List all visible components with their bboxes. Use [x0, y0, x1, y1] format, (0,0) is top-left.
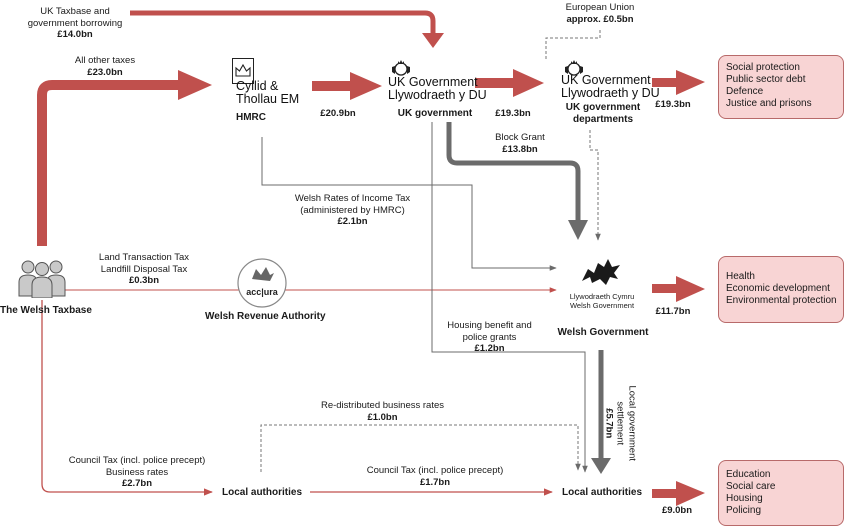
rates-label: Re-distributed business rates: [320, 400, 445, 411]
uk-taxbase-label-1: UK Taxbase and: [40, 6, 110, 17]
la-out-amount: £9.0bn: [661, 505, 693, 516]
rates-flow: [260, 424, 581, 472]
uk-taxbase-flow: [130, 10, 436, 35]
welsh-government-node: Welsh Government: [557, 327, 649, 338]
la-left-node: Local authorities: [221, 487, 302, 498]
ukg-to-depts-amount: £19.3bn: [495, 108, 531, 119]
hmrc-logo-line1: Cyllid &: [236, 79, 279, 93]
dept-logo-line1: UK Government: [561, 73, 651, 87]
uk-departments-node-2: departments: [572, 114, 633, 125]
block-grant-label: Block Grant: [495, 132, 545, 143]
wg-out-amount: £11.7bn: [655, 306, 691, 317]
outcome-item: Social care: [726, 481, 776, 492]
writ-flow: [261, 137, 557, 271]
housing-label-1: Housing benefit and: [447, 320, 532, 331]
uk-departments-outcomes: Social protection Public sector debt Def…: [718, 55, 844, 119]
royal-arms-icon: [563, 58, 585, 78]
writ-amount: £2.1bn: [337, 216, 368, 227]
other-taxes-label: All other taxes: [74, 55, 136, 66]
outcome-item: Social protection: [726, 62, 800, 73]
eu-label: European Union: [565, 2, 635, 13]
ukg-logo-line1: UK Government: [388, 75, 478, 89]
ct-left-amount: £2.7bn: [121, 478, 153, 489]
ukg-logo-line2: Llywodraeth y DU: [388, 88, 487, 102]
eu-flow: [545, 30, 601, 60]
ct-mid-label: Council Tax (incl. police precept): [366, 465, 504, 476]
outcome-item: Public sector debt: [726, 74, 806, 85]
outcome-item: Education: [726, 469, 771, 480]
wra-node: Welsh Revenue Authority: [205, 311, 326, 322]
uk-taxbase-label-2: government borrowing: [27, 17, 123, 29]
crown-icon: [232, 58, 254, 84]
wg-logo-line1: Llywodraeth Cymru: [569, 292, 635, 301]
outcome-item: Policing: [726, 505, 762, 516]
ct-left-label-1: Council Tax (incl. police precept): [68, 455, 206, 466]
hmrc-to-ukg-amount: £20.9bn: [320, 108, 356, 119]
welsh-government-outcomes: Health Economic development Environmenta…: [718, 256, 844, 323]
dept-logo-line2: Llywodraeth y DU: [561, 86, 660, 100]
ct-left-label-2: Business rates: [105, 466, 169, 478]
uk-departments-node-1: UK government: [565, 102, 641, 113]
outcome-item: Health: [726, 271, 755, 282]
rates-amount: £1.0bn: [367, 411, 398, 423]
ltt-label-1: Land Transaction Tax: [98, 252, 190, 263]
outcome-item: Housing: [726, 493, 763, 504]
dragon-icon: [578, 255, 624, 289]
lgs-label-2: settlement: [614, 401, 626, 446]
outcome-item: Justice and prisons: [726, 98, 812, 109]
hmrc-node: HMRC: [236, 112, 266, 123]
welsh-taxbase-node: The Welsh Taxbase: [0, 305, 92, 316]
housing-amount: £1.2bn: [474, 343, 505, 354]
ct-mid-amount: £1.7bn: [419, 476, 451, 488]
housing-label-2: police grants: [462, 331, 517, 343]
other-taxes-amount: £23.0bn: [87, 66, 123, 78]
housing-flow: [431, 122, 588, 473]
wg-logo-line2: Welsh Government: [569, 300, 635, 310]
lgs-label-1: Local government: [626, 385, 638, 462]
block-grant-flow: [446, 122, 581, 222]
wra-logo: [236, 257, 288, 309]
people-icon: [17, 258, 67, 298]
block-grant-amount: £13.8bn: [502, 143, 538, 155]
la-right-node: Local authorities: [561, 487, 642, 498]
uk-taxbase-amount: £14.0bn: [57, 29, 93, 40]
lgs-amount: £5.7bn: [603, 408, 615, 439]
depts-out-amount: £19.3bn: [655, 99, 691, 110]
outcome-item: Defence: [726, 86, 764, 97]
hmrc-logo-line2: Thollau EM: [236, 92, 300, 106]
ct-left-flow: [41, 300, 213, 496]
ltt-amount: £0.3bn: [128, 275, 160, 286]
eu-amount: approx. £0.5bn: [566, 13, 634, 25]
uk-government-node: UK government: [397, 108, 473, 119]
outcome-item: Economic development: [726, 283, 830, 294]
wra-logo-text: acc|ura: [246, 287, 278, 297]
royal-arms-icon: [390, 58, 412, 78]
local-authorities-outcomes: Education Social care Housing Policing: [718, 460, 844, 526]
ltt-label-2: Landfill Disposal Tax: [100, 263, 188, 275]
writ-label-1: Welsh Rates of Income Tax: [294, 193, 411, 204]
outcome-item: Environmental protection: [726, 295, 837, 306]
writ-label-2: (administered by HMRC): [300, 204, 405, 216]
other-taxes-flow: [37, 80, 180, 246]
